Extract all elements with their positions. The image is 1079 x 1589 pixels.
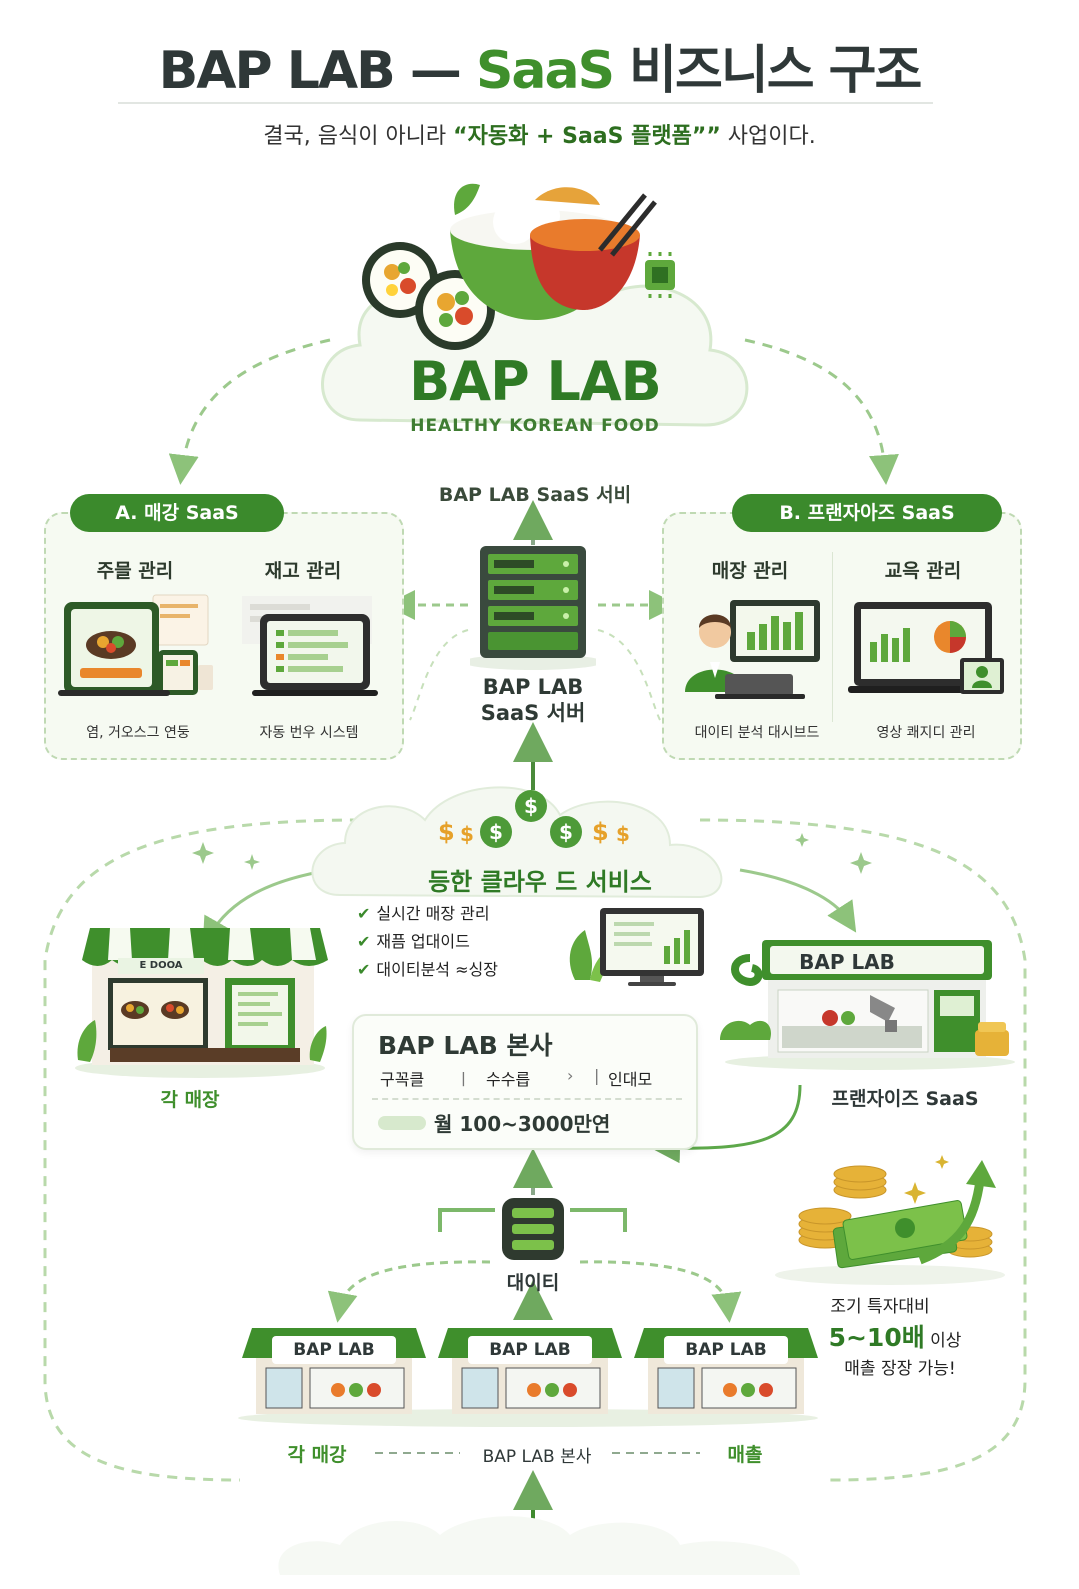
food-bowl-icon	[450, 183, 657, 320]
col-title-inventory: 재고 관리	[264, 560, 342, 582]
caption-inventory: 자동 번우 시스템	[259, 725, 359, 741]
page-title: BAP LAB — SaaS 비즈니스 구조	[0, 28, 1079, 103]
hq-items: 구꼭클 ㅣ 수수릅 › | 인대모	[380, 1066, 680, 1089]
growth-line2: 5~10배 이상	[790, 1318, 1000, 1354]
page-subtitle: 결국, 음식이 아니라 “자동화 + SaaS 플랫폼”” 사업이다.	[0, 118, 1079, 150]
col-title-order: 주믈 관리	[96, 560, 174, 582]
hq-revenue: 월 100~3000만연	[434, 1112, 611, 1136]
subtitle-emphasis: “자동화 + SaaS 플랫폼””	[453, 124, 721, 149]
store-sign: BAP LAB	[272, 1336, 396, 1364]
check-item-text: 실시간 매장 관리	[376, 904, 490, 923]
cloud-checklist: ✔ 실시간 매장 관리 ✔ 재픔 업대이드 ✔ 대이티분석 ≈싱장	[357, 900, 587, 984]
right-store-sign: BAP LAB	[799, 950, 895, 974]
check-item-text: 재픔 업대이드	[376, 932, 470, 951]
bottom-label-hq: BAP LAB 본사	[482, 1447, 592, 1467]
check-item: ✔ 대이티분석 ≈싱장	[357, 956, 587, 984]
dollar-icon: $	[515, 790, 547, 822]
logo-name: BAP LAB	[409, 350, 662, 413]
store-sign: BAP LAB	[468, 1336, 592, 1364]
badge-store-saas[interactable]: A. 매강 SaaS	[70, 494, 284, 532]
subtitle-suffix: 사업이다.	[720, 124, 816, 149]
left-store-sign: E DOOA	[118, 958, 204, 974]
badge-franchise-saas[interactable]: B. 프랜자아즈 SaaS	[732, 494, 1002, 532]
server-icon	[470, 546, 596, 670]
server-center-line1: BAP LAB	[482, 675, 584, 699]
bottom-store-row: BAP LAB BAP LAB BAP LAB	[238, 1318, 818, 1428]
hq-separator: ›	[567, 1066, 574, 1085]
caption-store-mgmt: 대이티 분석 대시브드	[694, 725, 820, 741]
revenue-bar-icon	[378, 1116, 426, 1130]
growth-highlight: 5~10배	[828, 1323, 925, 1352]
hq-separator: |	[594, 1066, 600, 1085]
dollar-group: $ $ $ $ $ $ $	[430, 790, 640, 850]
caption-order: 염, 거오스그 연둥	[86, 725, 190, 741]
server-top-label: BAP LAB SaaS 서비	[438, 484, 632, 506]
kimbap-icon	[362, 242, 495, 350]
bottom-stores-graphic	[238, 1328, 818, 1427]
title-suffix: 비즈니스 구조	[613, 41, 922, 101]
hq-item: 인대모	[608, 1070, 653, 1089]
store-icon	[75, 928, 328, 1078]
dollar-icon: $	[550, 816, 582, 848]
franchise-store-icon	[720, 940, 1015, 1070]
dollar-icon: $	[460, 822, 474, 846]
service-cloud-icon	[311, 786, 723, 899]
check-icon: ✔	[357, 932, 371, 951]
coins-icon	[775, 1160, 1005, 1285]
logo-tagline: HEALTHY KOREAN FOOD	[410, 416, 660, 436]
label-each-store: 각 매장	[160, 1089, 220, 1111]
title-accent: SaaS	[475, 41, 615, 101]
check-icon: ✔	[357, 904, 371, 923]
bottom-cloud-icon	[278, 1516, 800, 1575]
growth-line1: 조기 특자대비	[830, 1297, 930, 1317]
caption-training: 영상 쾌지디 관리	[876, 725, 976, 741]
title-divider	[118, 102, 933, 104]
check-item: ✔ 재픔 업대이드	[357, 928, 587, 956]
training-video-icon	[848, 602, 1004, 694]
bottom-label-each-store: 각 매강	[287, 1444, 347, 1466]
logo-cloud-icon	[321, 183, 749, 427]
dollar-icon: $	[438, 818, 455, 846]
cloud-service-title: 등한 클라우 드 서비스	[428, 868, 652, 896]
growth-arrow-icon	[918, 1179, 985, 1265]
tablet-inventory-icon	[242, 596, 378, 696]
col-title-training: 교윽 관리	[884, 560, 962, 582]
col-title-store-mgmt: 매장 관리	[711, 560, 789, 582]
dollar-icon: $	[592, 818, 609, 846]
hq-item: 수수릅	[486, 1070, 531, 1089]
data-hub-icon	[502, 1198, 564, 1260]
growth-line3: 매촐 장장 가능!	[844, 1359, 956, 1379]
server-center-label: BAP LAB SaaS 서버	[448, 674, 618, 726]
server-center-line2: SaaS 서버	[480, 701, 586, 725]
dollar-icon: $	[616, 822, 630, 846]
growth-line2-suffix: 이상	[924, 1331, 962, 1351]
tablet-order-icon	[58, 594, 213, 696]
title-prefix: BAP LAB —	[158, 41, 476, 101]
label-franchise-saas: 프랜자이즈 SaaS	[831, 1088, 979, 1110]
check-item: ✔ 실시간 매장 관리	[357, 900, 587, 928]
store-sign: BAP LAB	[664, 1336, 788, 1364]
data-label: 대이티	[506, 1272, 560, 1294]
check-item-text: 대이티분석 ≈싱장	[376, 960, 498, 979]
bottom-label-sales: 매촐	[727, 1444, 763, 1466]
check-icon: ✔	[357, 960, 371, 979]
hq-divider	[372, 1098, 682, 1100]
chip-icon	[645, 252, 675, 298]
dollar-icon: $	[480, 816, 512, 848]
subtitle-prefix: 결국, 음식이 아니라	[263, 124, 454, 149]
panel-b-divider	[832, 552, 833, 722]
hq-separator: ㅣ	[456, 1070, 471, 1089]
hq-item: 구꼭클	[380, 1070, 425, 1089]
dashboard-analyst-icon	[685, 600, 820, 699]
monitor-chart-icon	[569, 908, 704, 986]
hq-title: BAP LAB 본사	[378, 1031, 553, 1060]
